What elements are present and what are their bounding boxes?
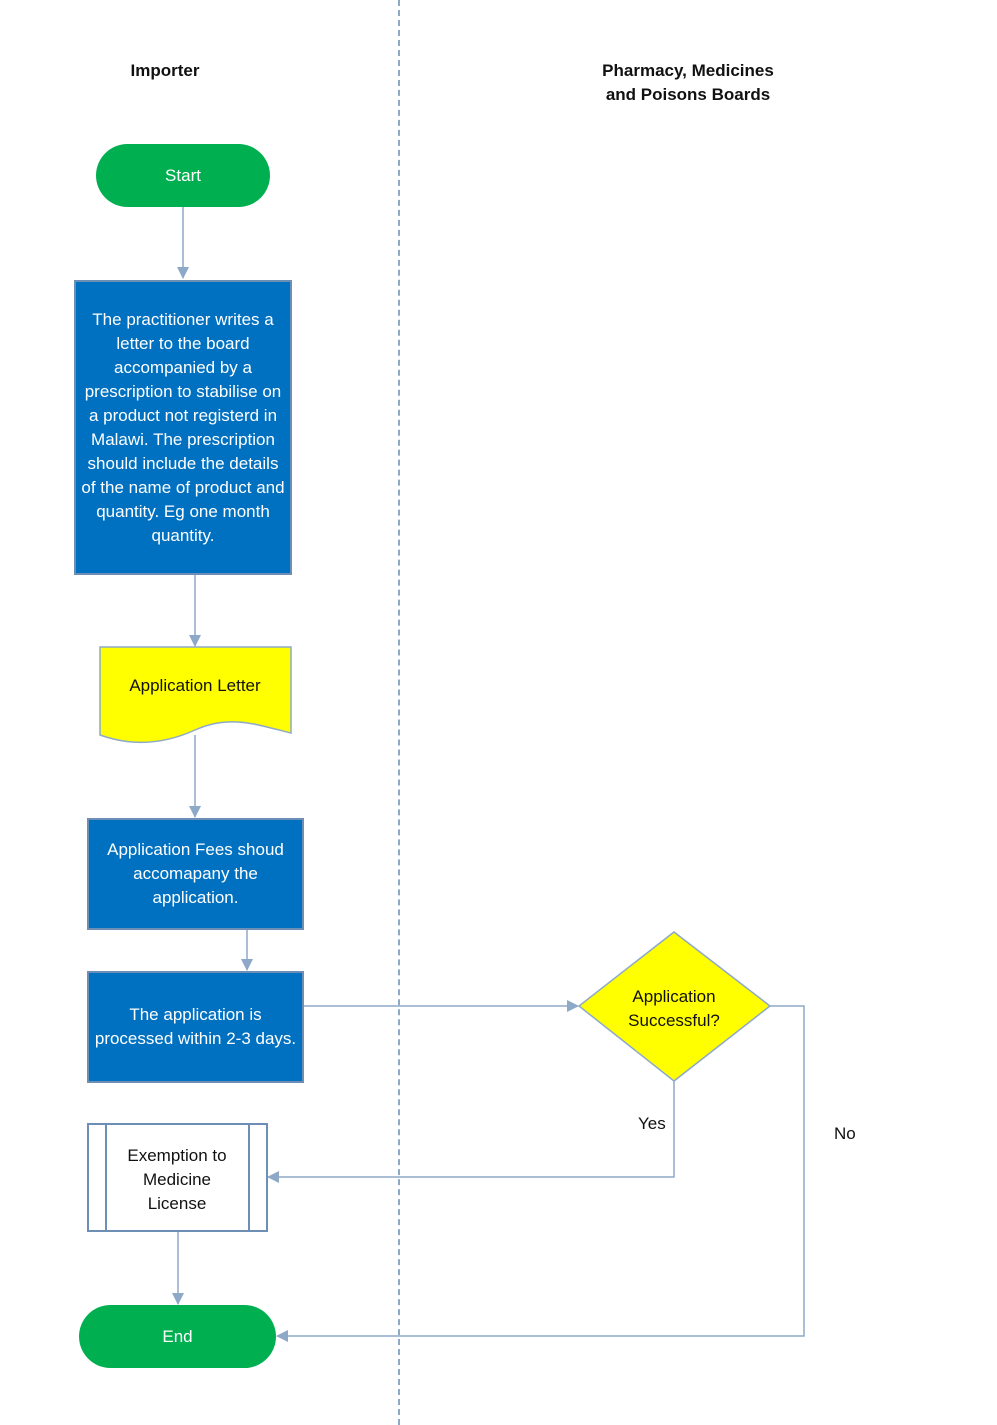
decision-label-line1: Application <box>632 987 715 1006</box>
exemption-label-line3: License <box>148 1194 207 1213</box>
document-label: Application Letter <box>129 676 261 695</box>
no-label: No <box>834 1124 856 1143</box>
exemption-label-line1: Exemption to <box>127 1146 226 1165</box>
lane-title-board: Pharmacy, Medicines and Poisons Boards <box>602 61 774 104</box>
predefined-process-shape <box>87 1123 268 1232</box>
practitioner-letter-process: The practitioner writes a letter to the … <box>74 280 292 575</box>
processing-process: The application is processed within 2-3 … <box>87 971 304 1083</box>
exemption-label-line2: Medicine <box>143 1170 211 1189</box>
application-fees-label: Application Fees shoud accomapany the ap… <box>107 840 284 907</box>
start-label: Start <box>165 165 201 185</box>
swimlane-divider <box>398 0 400 1425</box>
end-node: End <box>79 1305 276 1368</box>
start-node: Start <box>96 144 270 207</box>
decision-label-line2: Successful? <box>628 1011 720 1030</box>
document-shape-application-letter <box>99 646 292 744</box>
yes-label: Yes <box>638 1114 666 1133</box>
processing-label: The application is processed within 2-3 … <box>94 1005 297 1048</box>
end-label: End <box>162 1326 193 1346</box>
practitioner-letter-label: The practitioner writes a letter to the … <box>81 309 285 545</box>
decision-shape <box>577 931 772 1082</box>
connector-no-to-end <box>276 1005 805 1342</box>
connector-yes-to-exemption <box>267 1081 675 1183</box>
application-fees-process: Application Fees shoud accomapany the ap… <box>87 818 304 930</box>
lane-title-importer: Importer <box>130 61 200 80</box>
